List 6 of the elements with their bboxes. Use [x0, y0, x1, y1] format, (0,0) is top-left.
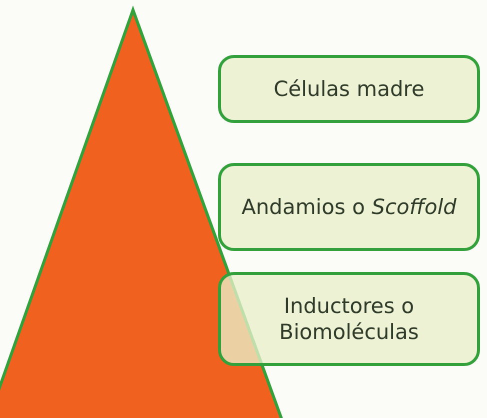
label-box — [218, 272, 480, 366]
label-box — [218, 55, 480, 123]
box-label: Andamios o Scoffold — [241, 194, 457, 220]
box-label: Células madre — [274, 76, 424, 102]
box-label: Inductores o Biomoléculas — [278, 292, 420, 346]
label-box — [218, 163, 480, 251]
